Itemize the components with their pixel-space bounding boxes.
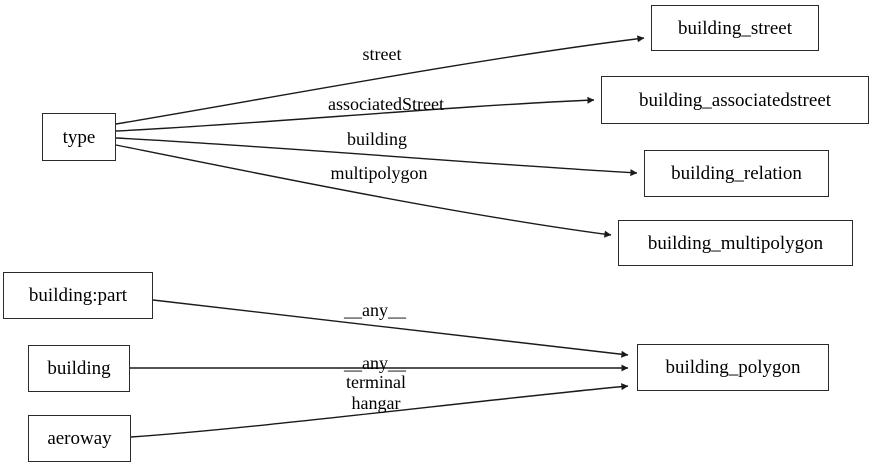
node-building-part-label: building:part (28, 285, 128, 306)
edge-label-street: street (362, 44, 402, 64)
edge-label-associatedstreet: associatedStreet (328, 94, 444, 114)
edge-type-building-multipolygon (115, 144, 612, 238)
node-building-associatedstreet[interactable]: building_associatedstreet (601, 76, 869, 124)
node-building-street[interactable]: building_street (651, 5, 819, 51)
node-building-part[interactable]: building:part (3, 272, 153, 319)
node-building-multipolygon-label: building_multipolygon (647, 232, 824, 254)
edge-label-any-building-part: __any__ (344, 300, 406, 320)
edge-label-aeroway-hangar: hangar (351, 393, 401, 413)
edge-label-building: building (346, 129, 407, 149)
node-building[interactable]: building (28, 345, 130, 392)
node-building-relation-label: building_relation (671, 163, 802, 184)
edge-label-aeroway-terminal: terminal (346, 372, 406, 392)
node-building-street-label: building_street (678, 17, 792, 39)
node-type[interactable]: type (42, 113, 116, 161)
edge-label-multipolygon: multipolygon (330, 163, 428, 183)
node-aeroway[interactable]: aeroway (28, 415, 131, 462)
node-building-label: building (47, 358, 111, 379)
node-building-polygon[interactable]: building_polygon (637, 344, 829, 391)
node-building-relation[interactable]: building_relation (644, 150, 829, 197)
node-aeroway-label: aeroway (47, 428, 112, 449)
node-building-associatedstreet-label: building_associatedstreet (638, 89, 832, 111)
node-type-label: type (62, 126, 96, 148)
node-building-multipolygon[interactable]: building_multipolygon (618, 220, 853, 266)
node-building-polygon-label: building_polygon (665, 357, 801, 378)
edge-label-any-building: __any__ (344, 353, 406, 373)
